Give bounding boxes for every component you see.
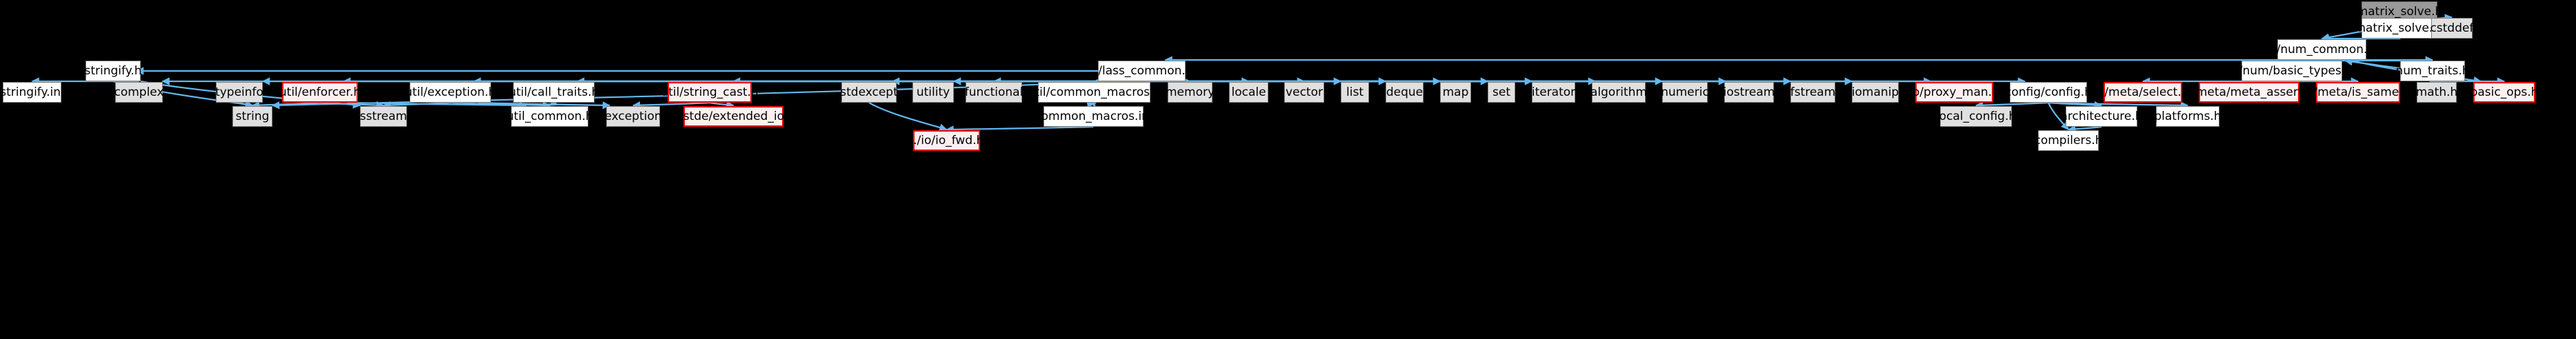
graph-node-fstream[interactable]: fstream bbox=[1790, 82, 1835, 103]
graph-node-util-enforcer-h[interactable]: util/enforcer.h bbox=[279, 82, 361, 103]
graph-node-string[interactable]: string bbox=[232, 106, 272, 127]
graph-node-algorithm[interactable]: algorithm bbox=[1590, 82, 1647, 103]
graph-edge-architecture-h-to-compilers-h bbox=[2067, 125, 2102, 133]
graph-node-num-common-h[interactable]: ../num_common.h bbox=[2269, 39, 2375, 60]
graph-node-cstddef[interactable]: cstddef bbox=[2430, 18, 2473, 39]
graph-node-list[interactable]: list bbox=[1341, 82, 1369, 103]
graph-node-iomanip[interactable]: iomanip bbox=[1852, 82, 1899, 103]
graph-node-num-basic-types-h[interactable]: ../num/basic_types.h bbox=[2231, 61, 2353, 81]
graph-node-typeinfo[interactable]: typeinfo bbox=[215, 82, 263, 103]
graph-edge-util-string-cast-h-to-stde-extended-io-h bbox=[709, 101, 735, 109]
graph-node-functional[interactable]: functional bbox=[965, 82, 1023, 103]
graph-node-platforms-h[interactable]: platforms.h bbox=[2154, 106, 2221, 127]
graph-node-memory[interactable]: memory bbox=[1166, 82, 1215, 103]
graph-node-config-config-h[interactable]: config/config.h bbox=[2005, 82, 2092, 103]
graph-node-util-exception-h[interactable]: util/exception.h bbox=[405, 82, 496, 103]
graph-edge-util-exception-h-to-util-common-h bbox=[450, 101, 551, 110]
graph-node-numeric[interactable]: numeric bbox=[1661, 82, 1709, 103]
graph-node-local-config-h[interactable]: local_config.h bbox=[1936, 106, 2016, 127]
graph-edge-common-macros-inl-to-io-fwd-h bbox=[946, 125, 1094, 134]
graph-edge-config-config-h-to-local-config-h bbox=[1975, 101, 2049, 110]
graph-edge-util-enforcer-h-to-sstream bbox=[319, 101, 385, 110]
graph-node-basic-ops-h[interactable]: basic_ops.h bbox=[2470, 82, 2538, 103]
graph-node-set[interactable]: set bbox=[1488, 82, 1515, 103]
graph-edge-util-call-traits-h-to-util-common-h bbox=[549, 98, 558, 106]
graph-node-util-common-h[interactable]: util_common.h bbox=[506, 106, 593, 127]
graph-node-meta-meta-assert-h[interactable]: ../meta/meta_assert.h bbox=[2184, 82, 2314, 103]
graph-edge-util-exception-h-to-sstream bbox=[382, 101, 451, 110]
graph-node-io-proxy-man-h[interactable]: io/proxy_man.h bbox=[1909, 82, 1999, 103]
graph-node-deque[interactable]: deque bbox=[1386, 82, 1424, 103]
graph-node-stringify-h[interactable]: stringify.h bbox=[84, 61, 142, 81]
graph-node-vector[interactable]: vector bbox=[1284, 82, 1324, 103]
graph-edge-config-config-h-to-platforms-h bbox=[2048, 101, 2189, 110]
graph-node-lass-common-h[interactable]: ../lass_common.h bbox=[1090, 61, 1193, 81]
graph-edge-stdexcept-to-io-fwd-h bbox=[868, 102, 948, 132]
graph-node-stde-extended-io-h[interactable]: ../stde/extended_io.h bbox=[672, 106, 795, 127]
graph-node-locale[interactable]: locale bbox=[1229, 82, 1268, 103]
graph-node-util-common-macros-h[interactable]: util/common_macros.h bbox=[1028, 82, 1161, 103]
graph-node-util-call-traits-h[interactable]: util/call_traits.h bbox=[509, 82, 599, 103]
graph-node-complex[interactable]: complex bbox=[114, 82, 164, 103]
graph-node-num-traits-h[interactable]: num_traits.h bbox=[2395, 61, 2470, 81]
graph-node-iostream[interactable]: iostream bbox=[1724, 82, 1775, 103]
graph-edge-common-macros-inl-to-util-common-macros-h bbox=[1086, 100, 1096, 109]
graph-edge-config-config-h-to-compilers-h bbox=[2047, 102, 2069, 130]
graph-node-meta-select-h[interactable]: ../meta/select.h bbox=[2097, 82, 2189, 103]
graph-node-math-h[interactable]: math.h bbox=[2416, 82, 2457, 103]
graph-node-util-string-cast-h[interactable]: util/string_cast.h bbox=[661, 82, 759, 103]
graph-node-exception[interactable]: exception bbox=[604, 106, 662, 127]
graph-node-sstream[interactable]: sstream bbox=[360, 106, 407, 127]
graph-node-utility[interactable]: utility bbox=[912, 82, 954, 103]
graph-node-architecture-h[interactable]: architecture.h bbox=[2060, 106, 2143, 127]
graph-edge-util-enforcer-h-to-string bbox=[251, 101, 321, 110]
graph-node-io-fwd-h[interactable]: ../io/io_fwd.h bbox=[910, 130, 984, 151]
graph-node-common-macros-inl[interactable]: common_macros.inl bbox=[1035, 106, 1152, 127]
graph-node-stdexcept[interactable]: stdexcept bbox=[840, 82, 898, 103]
graph-edge-typeinfo-to-string bbox=[239, 100, 254, 108]
graph-node-stringify-inl[interactable]: stringify.inl bbox=[0, 82, 64, 103]
graph-node-iterator[interactable]: iterator bbox=[1532, 82, 1575, 103]
graph-edge-util-string-cast-h-to-exception bbox=[632, 101, 710, 110]
graph-node-compilers-h[interactable]: compilers.h bbox=[2034, 130, 2103, 151]
graph-node-map[interactable]: map bbox=[1440, 82, 1471, 103]
graph-node-matrix-solve-inl[interactable]: matrix_solve.inl bbox=[2354, 18, 2447, 39]
graph-node-meta-is-same-h[interactable]: ../meta/is_same.h bbox=[2306, 82, 2410, 103]
